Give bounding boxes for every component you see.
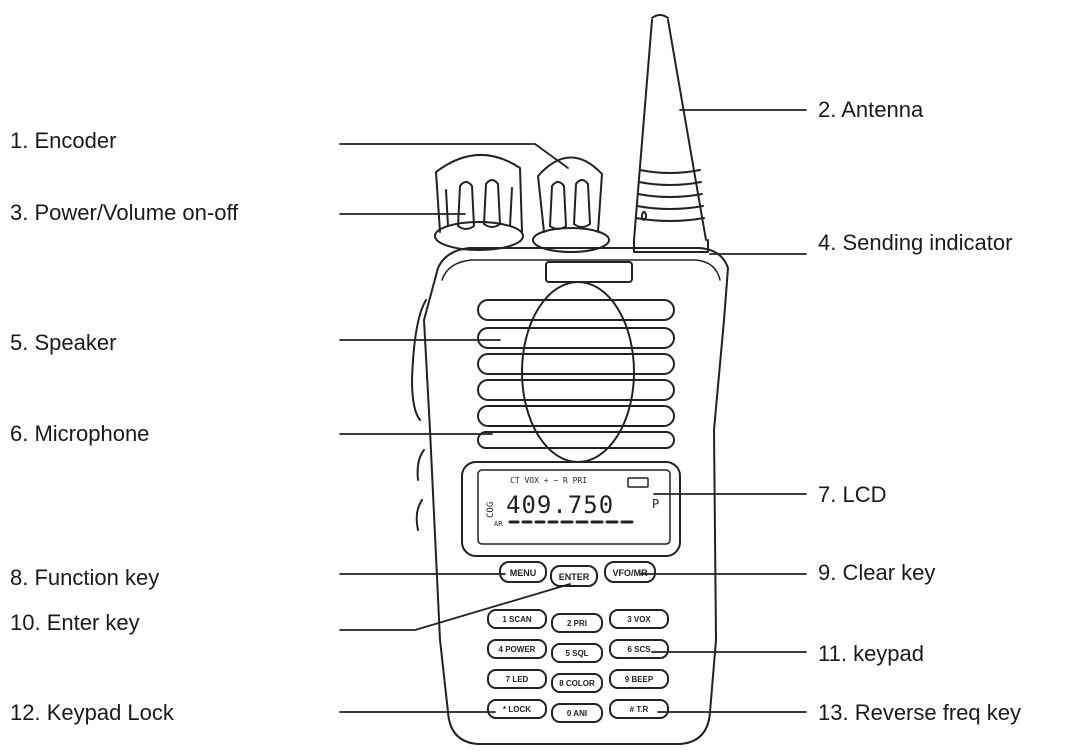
key-1-label: 1 SCAN (502, 615, 532, 624)
label-power-volume: 3. Power/Volume on-off (10, 200, 238, 226)
lcd-top-row: CT VOX + − R PRI (510, 476, 587, 485)
sending-indicator (546, 262, 632, 282)
menu-key-label: MENU (510, 568, 537, 578)
label-lcd: 7. LCD (818, 482, 886, 508)
lcd-side-indicator: P (652, 497, 659, 511)
key-star-label: * LOCK (503, 705, 531, 714)
label-reverse-freq-key: 13. Reverse freq key (818, 700, 1021, 726)
key-4-label: 4 POWER (499, 645, 536, 654)
lcd-left-col: COG (486, 502, 496, 518)
label-sending-indicator: 4. Sending indicator (818, 230, 1012, 256)
lcd-aux: AR (494, 520, 503, 528)
label-function-key: 8. Function key (10, 565, 159, 591)
label-microphone: 6. Microphone (10, 421, 149, 447)
encoder-knob (533, 157, 609, 252)
key-5-label: 5 SQL (565, 649, 588, 658)
label-enter-key: 10. Enter key (10, 610, 140, 636)
key-3-label: 3 VOX (627, 615, 651, 624)
key-6-label: 6 SCS (627, 645, 651, 654)
key-8-label: 8 COLOR (559, 679, 595, 688)
lcd-frequency: 409.750 (506, 491, 614, 519)
key-7-label: 7 LED (506, 675, 529, 684)
label-clear-key: 9. Clear key (818, 560, 935, 586)
key-2-label: 2 PRI (567, 619, 587, 628)
key-hash-label: # T.R (630, 705, 649, 714)
power-volume-knob (435, 155, 523, 250)
label-keypad-lock: 12. Keypad Lock (10, 700, 174, 726)
vfo-key-label: VFO/MR (613, 568, 648, 578)
speaker-grille (478, 282, 674, 462)
label-antenna: 2. Antenna (818, 97, 923, 123)
label-speaker: 5. Speaker (10, 330, 116, 356)
enter-key-label: ENTER (559, 572, 590, 582)
key-9-label: 9 BEEP (625, 675, 654, 684)
key-0-label: 0 ANI (567, 709, 587, 718)
label-encoder: 1. Encoder (10, 128, 116, 154)
antenna (634, 15, 708, 252)
label-keypad: 11. keypad (818, 641, 924, 667)
